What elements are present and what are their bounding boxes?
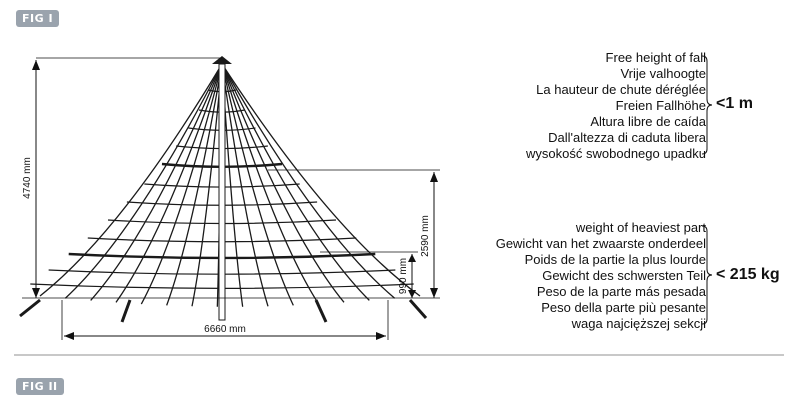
dimension-lines	[22, 57, 440, 340]
radial-rope	[115, 63, 223, 303]
heaviest-part-label-line: waga najcięższej sekcji	[571, 316, 706, 331]
radial-rope	[221, 63, 396, 299]
radial-rope	[221, 63, 294, 306]
radial-rope	[221, 63, 269, 307]
ground-anchor	[120, 299, 132, 323]
radial-rope	[166, 63, 223, 306]
free-fall-label-line: Dall'altezza di caduta libera	[548, 130, 706, 145]
heaviest-part-label-line: Peso della parte più pesante	[541, 300, 706, 315]
ground-anchor	[314, 299, 328, 323]
ground-anchor	[19, 298, 41, 318]
radial-rope	[39, 63, 223, 297]
free-fall-label-line: Freien Fallhöhe	[615, 98, 706, 113]
free-fall-height-value: <1 m	[716, 95, 753, 112]
ground-anchor	[408, 299, 428, 319]
radial-rope	[221, 63, 370, 301]
total-height-label: 4740 mm	[22, 157, 33, 199]
center-mast	[218, 63, 226, 321]
radial-rope	[64, 63, 223, 299]
fig-2-label: FIG II	[16, 378, 64, 395]
free-fall-label-line: Vrije valhoogte	[620, 66, 706, 81]
section-divider	[14, 354, 784, 356]
heaviest-part-label-line: Gewicht des schwersten Teil	[542, 268, 706, 283]
heaviest-part-value: < 215 kg	[716, 266, 780, 283]
fig-1-label: FIG I	[16, 10, 60, 27]
free-fall-label-line: wysokość swobodnego upadku	[526, 146, 706, 161]
rope-net	[19, 56, 428, 323]
heaviest-part-label-line: Gewicht van het zwaarste onderdeel	[495, 236, 706, 251]
lower-ring-height-label: 990 mm	[398, 258, 409, 294]
base-width-label: 6660 mm	[204, 324, 246, 335]
free-fall-label-line: La hauteur de chute déréglée	[536, 82, 706, 97]
heaviest-part-label-line: Peso de la parte más pesada	[536, 284, 706, 299]
radial-rope	[140, 63, 223, 305]
radial-rope	[90, 63, 223, 301]
radial-rope	[221, 63, 421, 297]
radial-rope	[221, 63, 345, 303]
radial-rope	[221, 63, 320, 305]
heaviest-part-label-line: weight of heaviest part	[575, 220, 706, 235]
top-cap	[212, 56, 232, 64]
free-fall-label-line: Free height of fall	[605, 50, 706, 65]
heaviest-part-label-line: Poids de la partie la plus lourde	[524, 252, 706, 267]
upper-ring-height-label: 2590 mm	[420, 215, 431, 257]
radial-rope	[191, 63, 223, 307]
free-fall-label-line: Altura libre de caída	[590, 114, 706, 129]
